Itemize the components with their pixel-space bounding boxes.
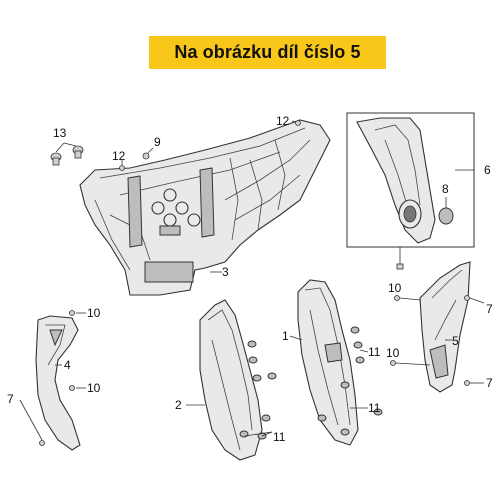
callout-4: 4 xyxy=(64,358,71,372)
callout-5: 5 xyxy=(452,334,459,348)
part-2-frame xyxy=(186,299,277,461)
callout-labels: 13 9 12 12 3 6 8 10 7 5 10 7 1 11 11 2 1… xyxy=(7,114,493,444)
part-5-side-cover xyxy=(390,261,485,393)
callout-9: 9 xyxy=(154,135,161,149)
callout-7-left: 7 xyxy=(7,392,14,406)
callout-6: 6 xyxy=(484,163,491,177)
callout-11-lower-left: 11 xyxy=(273,430,286,444)
callout-10-left-bottom: 10 xyxy=(87,381,101,395)
callout-12-left: 12 xyxy=(112,149,126,163)
callout-11-upper: 11 xyxy=(368,345,381,359)
part-1-clips xyxy=(317,326,383,436)
callout-12-top: 12 xyxy=(276,114,290,128)
callout-11-lower-right: 11 xyxy=(368,401,381,415)
callout-10-right-top: 10 xyxy=(388,281,402,295)
banner-text: Na obrázku díl číslo 5 xyxy=(174,42,361,62)
part-4-left-piece xyxy=(19,310,86,451)
callout-10-left-top: 10 xyxy=(87,306,101,320)
part-3-inner-panel xyxy=(79,119,331,296)
callout-3: 3 xyxy=(222,265,229,279)
part-6-inset xyxy=(346,112,475,270)
callout-8: 8 xyxy=(442,182,449,196)
part-number-banner: Na obrázku díl číslo 5 xyxy=(149,36,386,69)
fasteners-top xyxy=(50,120,301,273)
callout-13: 13 xyxy=(53,126,67,140)
callout-10-right-bottom: 10 xyxy=(386,346,400,360)
part-1-frame xyxy=(289,279,383,446)
callout-2: 2 xyxy=(175,398,182,412)
callout-7-right-top: 7 xyxy=(486,302,493,316)
callout-1: 1 xyxy=(282,329,289,343)
callout-7-right-bottom: 7 xyxy=(486,376,493,390)
